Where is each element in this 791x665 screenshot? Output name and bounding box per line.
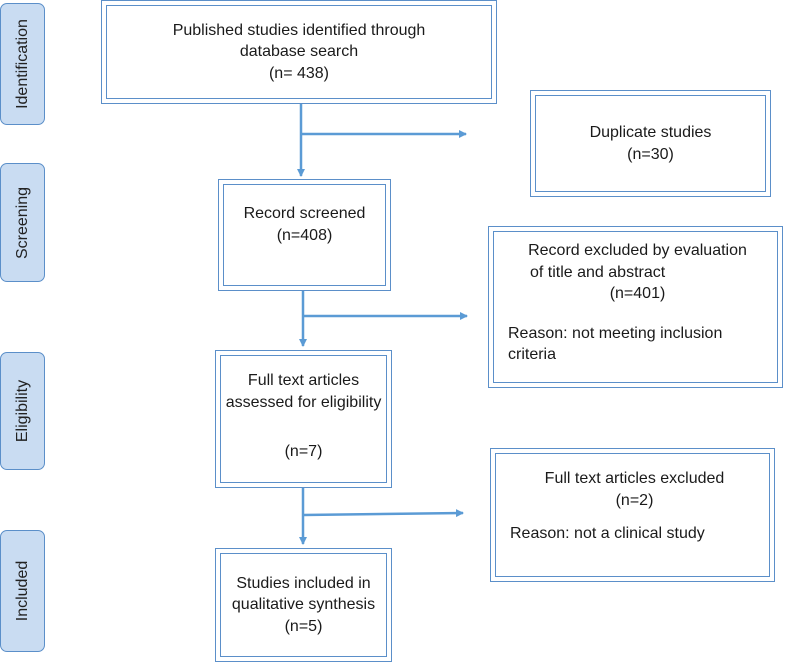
screened-count: (n=408) bbox=[276, 226, 333, 244]
box-full-text: Full text articles assessed for eligibil… bbox=[215, 350, 392, 488]
box-duplicates: Duplicate studies (n=30) bbox=[530, 90, 771, 197]
included-count: (n=5) bbox=[284, 617, 323, 635]
identified-count: (n= 438) bbox=[268, 64, 330, 82]
arrow-to-fulltext-excluded bbox=[302, 509, 464, 518]
full-text-excluded-line1: Full text articles excluded bbox=[544, 470, 725, 487]
excluded-title-count: (n=401) bbox=[609, 285, 666, 303]
stage-tab-screening: Screening bbox=[0, 163, 45, 282]
included-line1: Studies included in bbox=[236, 574, 371, 592]
full-text-excluded-reason: Reason: not a clinical study bbox=[510, 525, 705, 543]
stage-tab-included: Included bbox=[0, 530, 45, 652]
stage-tab-eligibility: Eligibility bbox=[0, 352, 45, 470]
included-line2: qualitative synthesis bbox=[231, 596, 376, 614]
identified-line1: Published studies identified through bbox=[172, 21, 426, 39]
box-excluded-title: Record excluded by evaluation of title a… bbox=[488, 226, 783, 388]
duplicates-line1: Duplicate studies bbox=[589, 123, 712, 141]
box-included: Studies included in qualitative synthesi… bbox=[215, 548, 392, 662]
duplicates-count: (n=30) bbox=[627, 145, 674, 163]
excluded-title-reason2: criteria bbox=[508, 346, 557, 364]
identified-line2: database search bbox=[239, 43, 359, 61]
excluded-title-line1: Record excluded by evaluation bbox=[528, 242, 747, 259]
excluded-title-line2: of title and abstract bbox=[530, 263, 666, 281]
full-text-excluded-count: (n=2) bbox=[615, 491, 654, 509]
box-full-text-excluded: Full text articles excluded (n=2) Reason… bbox=[490, 448, 775, 582]
full-text-count: (n=7) bbox=[284, 443, 323, 461]
box-screened: Record screened (n=408) bbox=[218, 179, 391, 291]
full-text-line1: Full text articles bbox=[247, 372, 360, 389]
stage-tab-identification: Identification bbox=[0, 3, 45, 125]
full-text-line2: assessed for eligibility bbox=[225, 393, 382, 411]
screened-line1: Record screened bbox=[243, 205, 366, 222]
box-identified: Published studies identified through dat… bbox=[101, 0, 497, 104]
excluded-title-reason1: Reason: not meeting inclusion bbox=[508, 324, 723, 342]
